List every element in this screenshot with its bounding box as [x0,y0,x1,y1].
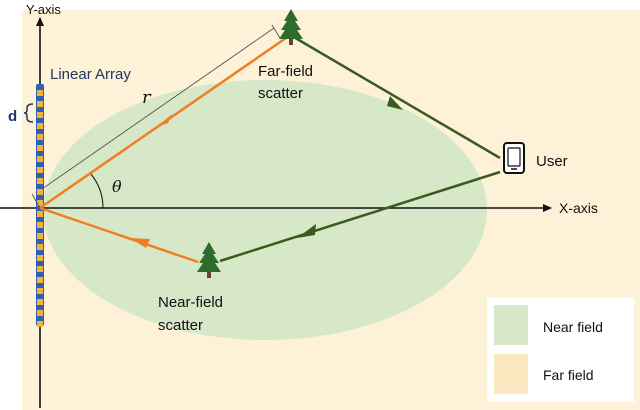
array-element [37,178,43,184]
array-element [37,233,43,239]
array-element [37,255,43,261]
array-elements [37,90,43,327]
array-element [37,244,43,250]
array-element [37,288,43,294]
array-element [37,101,43,107]
element-spacing-label: d [8,108,17,125]
legend-swatch-near-field [494,305,528,345]
legend-label-far-field: Far field [543,367,594,383]
array-element [37,211,43,217]
array-element [37,277,43,283]
array-element [37,266,43,272]
tree-icon [279,9,303,45]
path-arrow [130,238,150,248]
array-element [37,134,43,140]
array-element [37,200,43,206]
array-element [37,189,43,195]
angle-symbol: θ [112,177,122,196]
far-scatter-label-line1: Far-field [258,63,313,80]
distance-symbol: r [142,87,152,108]
array-element [37,156,43,162]
legend-swatch-far-field [494,354,528,394]
array-element [37,90,43,96]
array-element [37,310,43,316]
x-axis-label: X-axis [559,200,598,216]
spacing-bracket [23,103,34,123]
legend: Near field Far field [487,298,634,402]
y-axis-label: Y-axis [26,2,61,17]
array-element [37,112,43,118]
array-element [37,145,43,151]
far-scatter-label-line2: scatter [258,85,303,102]
near-scatter-label-line1: Near-field [158,294,223,311]
distance-dimension [31,24,281,209]
angle-arc [89,172,104,209]
linear-array-label: Linear Array [50,66,131,83]
array-element [37,123,43,129]
far-field-path [39,34,501,210]
near-scatter-to-array-path [39,206,199,264]
linear-array [36,84,44,327]
user-to-near-scatter-path [219,170,501,263]
near-scatter-label-line2: scatter [158,317,203,334]
array-element [37,321,43,327]
near-field-region [43,80,487,340]
path-arrow [297,224,316,238]
array-element [37,167,43,173]
legend-label-near-field: Near field [543,319,603,335]
path-arrow [387,96,403,110]
tree-icon [197,242,221,278]
array-element [37,299,43,305]
array-element [37,222,43,228]
user-label: User [536,153,568,170]
user-to-far-scatter-path [291,34,501,160]
near-field-path [39,170,501,264]
smartphone-icon [503,142,525,174]
path-arrow [157,114,172,127]
